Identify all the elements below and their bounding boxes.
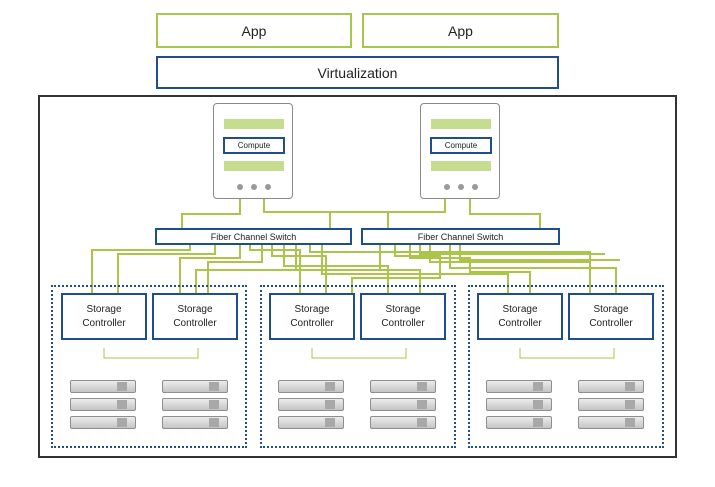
controller-label-line1: Storage (177, 303, 213, 315)
link-line (263, 198, 389, 229)
compute-label: Compute (444, 141, 478, 150)
link-line (179, 244, 241, 293)
disk-drive (70, 416, 136, 429)
status-led (265, 184, 271, 190)
link-line (449, 244, 617, 293)
controller-label-line1: Storage (385, 303, 421, 315)
link-line (181, 198, 241, 229)
controller-disk-link (103, 348, 199, 359)
link-line (469, 198, 541, 229)
app-label: App (241, 22, 267, 39)
controller-label-line2: Controller (589, 317, 633, 329)
disk-drive (486, 416, 552, 429)
compute-box: Compute (223, 137, 285, 154)
storage-controller: Storage Controller (269, 293, 355, 340)
storage-controller: Storage Controller (568, 293, 654, 340)
link-line (283, 244, 389, 293)
app-box-2: App (362, 13, 559, 48)
server-slot (431, 119, 491, 129)
controller-disk-link (519, 348, 615, 359)
storage-group-2 (260, 285, 456, 448)
disk-drive (70, 380, 136, 393)
compute-box: Compute (430, 137, 492, 154)
status-led (251, 184, 257, 190)
storage-controller: Storage Controller (477, 293, 563, 340)
disk-drive (578, 380, 644, 393)
status-led (444, 184, 450, 190)
switch-label: Fiber Channel Switch (417, 231, 504, 242)
controller-disk-link (311, 348, 407, 359)
disk-drive (70, 398, 136, 411)
controller-label-line2: Controller (381, 317, 425, 329)
controller-label-line2: Controller (290, 317, 334, 329)
link-line (329, 198, 446, 229)
disk-drive (162, 416, 228, 429)
status-led (237, 184, 243, 190)
controller-label-line2: Controller (498, 317, 542, 329)
controller-label-line2: Controller (82, 317, 126, 329)
infrastructure-frame (38, 95, 677, 458)
status-led (458, 184, 464, 190)
link-line (459, 244, 620, 261)
storage-group-1 (51, 285, 247, 448)
storage-controller: Storage Controller (61, 293, 147, 340)
disk-drive (486, 380, 552, 393)
virtualization-layer: Virtualization (156, 56, 559, 89)
link-line (249, 244, 301, 293)
disk-drive (278, 416, 344, 429)
disk-drive (578, 398, 644, 411)
link-line (195, 244, 381, 293)
disk-drive (278, 380, 344, 393)
fiber-channel-switch-1: Fiber Channel Switch (155, 228, 352, 245)
disk-drive (486, 398, 552, 411)
controller-label-line2: Controller (173, 317, 217, 329)
disk-drive (162, 398, 228, 411)
compute-label: Compute (237, 141, 271, 150)
server-slot (224, 161, 284, 171)
app-label: App (448, 22, 473, 39)
link-line (321, 244, 509, 293)
virtualization-label: Virtualization (317, 64, 398, 81)
server-unit-1: Compute (213, 103, 293, 199)
link-line (419, 244, 605, 255)
disk-drive (370, 416, 436, 429)
link-line (117, 244, 216, 293)
controller-label-line1: Storage (593, 303, 629, 315)
link-line (91, 244, 191, 293)
status-led (472, 184, 478, 190)
server-slot (224, 119, 284, 129)
storage-group-3 (468, 285, 664, 448)
disk-drive (162, 380, 228, 393)
controller-label-line1: Storage (86, 303, 122, 315)
disk-drive (278, 398, 344, 411)
storage-controller: Storage Controller (152, 293, 238, 340)
app-box-1: App (156, 13, 352, 48)
switch-label: Fiber Channel Switch (210, 231, 297, 242)
link-line (351, 244, 441, 293)
controller-label-line1: Storage (294, 303, 330, 315)
disk-drive (370, 380, 436, 393)
server-slot (431, 161, 491, 171)
disk-drive (578, 416, 644, 429)
fiber-channel-switch-2: Fiber Channel Switch (361, 228, 560, 245)
controller-label-line1: Storage (502, 303, 538, 315)
storage-controller: Storage Controller (360, 293, 446, 340)
disk-drive (370, 398, 436, 411)
server-unit-2: Compute (420, 103, 500, 199)
link-line (207, 244, 263, 293)
